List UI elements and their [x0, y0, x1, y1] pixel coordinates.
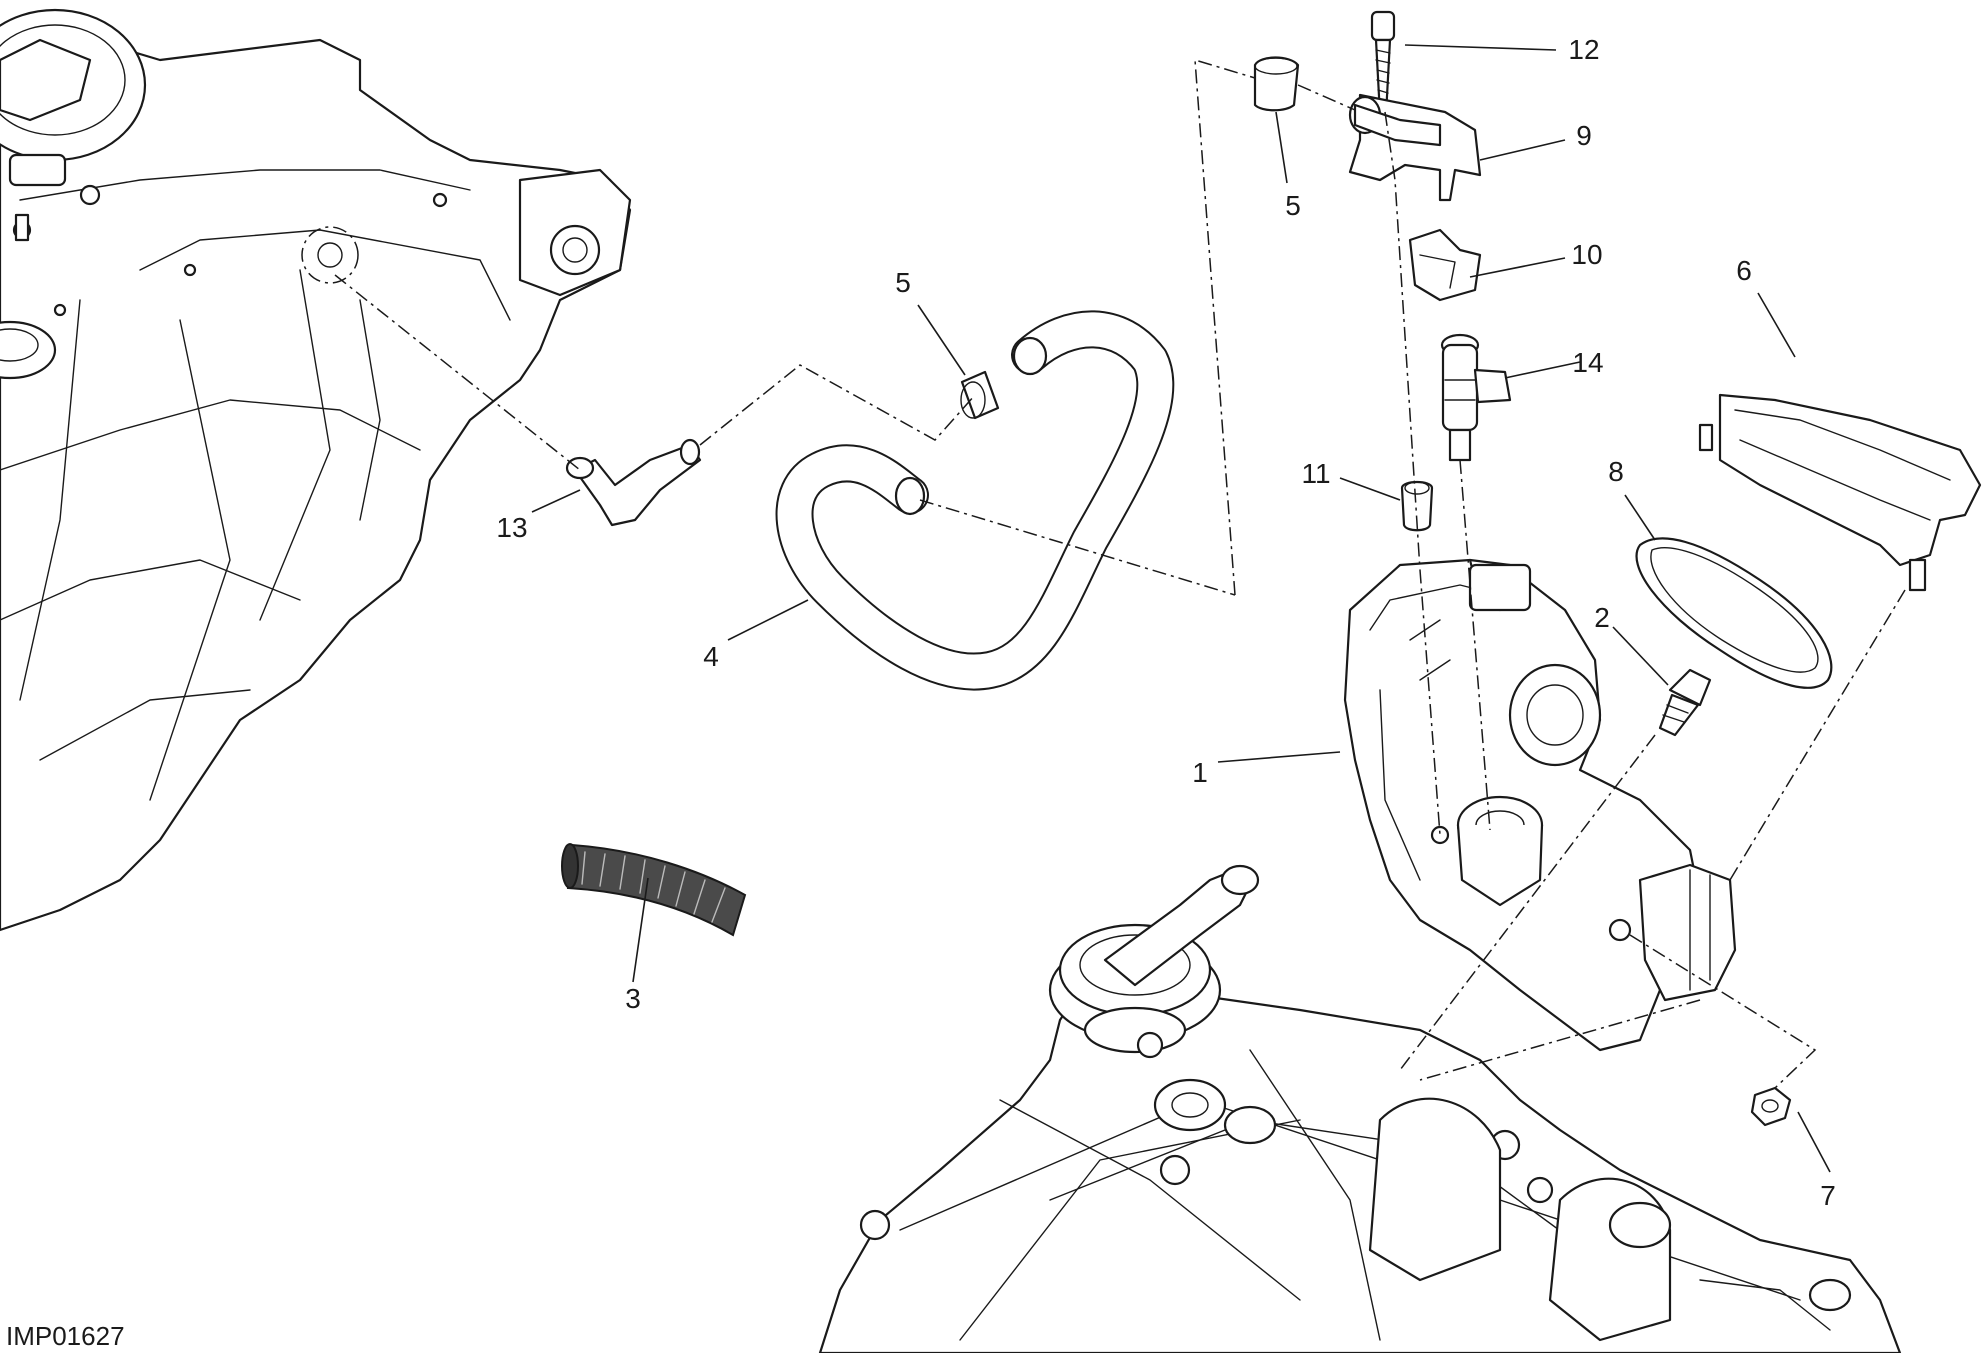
callout-labels: 1 2 3 4 5 5 6 7 8 9 10 11 12 13 14: [496, 34, 1835, 1211]
grommet-part-11: [1400, 480, 1434, 532]
figure-code: IMP01627: [6, 1321, 125, 1351]
fuel-tank: [0, 8, 632, 932]
engine-head-assembly: [818, 864, 1902, 1353]
connector-part-9: [1348, 93, 1482, 202]
callout-9: 9: [1576, 120, 1592, 151]
callout-5-hose: 5: [895, 267, 911, 298]
hose-part-4: [775, 310, 1175, 691]
callout-4: 4: [703, 641, 719, 672]
nut-part-7: [1750, 1086, 1792, 1127]
hose-clamp-part-5-upper: [1253, 56, 1300, 112]
intake-manifold-part-6: [1698, 393, 1982, 592]
throttle-body-part-1: [1343, 558, 1737, 1052]
retaining-clip-part-10: [1408, 228, 1482, 302]
callout-6: 6: [1736, 255, 1752, 286]
callout-1: 1: [1192, 757, 1208, 788]
callout-11: 11: [1301, 458, 1330, 489]
callout-14: 14: [1572, 347, 1603, 378]
screw-part-2: [1658, 668, 1712, 737]
callout-10: 10: [1571, 239, 1602, 270]
callout-13: 13: [496, 512, 527, 543]
elbow-fitting-part-13: [565, 438, 702, 527]
callout-5-upper: 5: [1285, 190, 1301, 221]
callout-7: 7: [1820, 1180, 1836, 1211]
injector-part-14: [1440, 333, 1512, 462]
callout-12: 12: [1568, 34, 1599, 65]
protective-sleeve-part-3: [561, 843, 747, 937]
callout-2: 2: [1594, 602, 1610, 633]
assembly-path-lines: [334, 58, 1906, 1089]
leader-lines: [531, 44, 1831, 1173]
callout-3: 3: [625, 983, 641, 1014]
hose-clamp-part-5: [960, 370, 1000, 420]
seal-ring-part-8: [1635, 537, 1833, 689]
callout-8: 8: [1608, 456, 1624, 487]
